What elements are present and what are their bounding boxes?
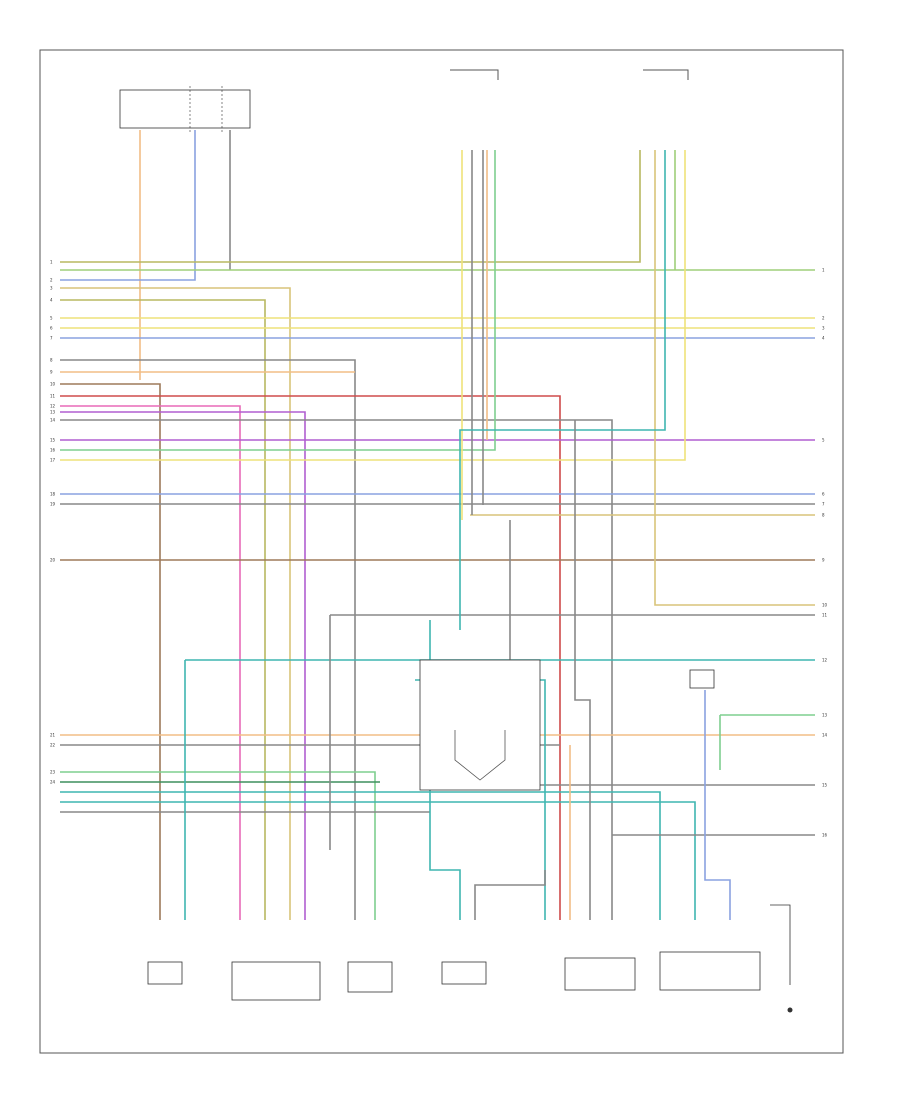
wire-h-12: [60, 405, 241, 920]
left-pin-number: 7: [50, 336, 53, 341]
component-bottom-1: [147, 961, 183, 985]
connector-top-right: [643, 69, 689, 80]
sensor-connector: [689, 669, 715, 689]
wire-h-29: [60, 791, 661, 920]
component-bottom-3: [347, 961, 393, 993]
ground-symbol: [787, 1007, 793, 1013]
right-pin-number: 1: [822, 268, 825, 273]
right-pin-number: 13: [822, 713, 828, 718]
left-pin-number: 5: [50, 316, 53, 321]
central-module: [419, 659, 541, 791]
wire-h-16: [60, 150, 496, 451]
left-pin-number: 24: [50, 780, 56, 785]
wire-h-22: [654, 150, 815, 606]
left-pin-number: 11: [50, 394, 56, 399]
wire-h-11: [60, 395, 561, 920]
wire-l-8: [704, 690, 731, 920]
left-pin-number: 10: [50, 382, 56, 387]
right-pin-number: 6: [822, 492, 825, 497]
component-bottom-5: [564, 957, 636, 991]
components-layer: [119, 69, 793, 1013]
fuse-box: [119, 89, 251, 129]
right-pin-number: 14: [822, 733, 828, 738]
wire-h-27: [60, 771, 376, 920]
right-pin-number: 5: [822, 438, 825, 443]
right-pin-number: 8: [822, 513, 825, 518]
component-bottom-6: [659, 951, 761, 991]
left-pin-number: 13: [50, 410, 56, 415]
right-pin-number: 12: [822, 658, 828, 663]
left-pin-number: 15: [50, 438, 56, 443]
left-pin-number: 4: [50, 298, 53, 303]
left-pin-number: 21: [50, 733, 56, 738]
component-bottom-2: [231, 961, 321, 1001]
component-bottom-4: [441, 961, 487, 985]
connector-top-mid: [450, 69, 499, 80]
right-pin-number: 2: [822, 316, 825, 321]
wire-h-10: [60, 383, 161, 920]
left-pin-number: 17: [50, 458, 56, 463]
wire-h-30: [60, 801, 696, 920]
left-pin-number: 23: [50, 770, 56, 775]
left-pin-number: 14: [50, 418, 56, 423]
right-pin-number: 9: [822, 558, 825, 563]
left-pin-number: 3: [50, 286, 53, 291]
left-pin-number: 12: [50, 404, 56, 409]
wire-h-17: [60, 150, 686, 461]
wire-h-14: [60, 419, 613, 920]
left-pin-number: 9: [50, 370, 53, 375]
right-pin-number: 11: [822, 613, 828, 618]
right-pin-number: 4: [822, 336, 825, 341]
left-pin-number: 18: [50, 492, 56, 497]
left-pin-number: 1: [50, 260, 53, 265]
wire-fuse-2: [60, 130, 196, 281]
right-pin-number: 16: [822, 833, 828, 838]
diagram-frame: [39, 49, 844, 1054]
wires-layer: [60, 130, 815, 920]
right-pin-number: 15: [822, 783, 828, 788]
wire-h-1: [60, 150, 641, 263]
left-pin-number: 19: [50, 502, 56, 507]
left-pin-number: 8: [50, 358, 53, 363]
ground-wire: [770, 904, 791, 985]
left-pin-number: 6: [50, 326, 53, 331]
central-module-junction: [454, 730, 506, 781]
wire-h-13: [60, 411, 306, 920]
wire-v-right-1: [459, 150, 666, 630]
wire-h-3: [60, 287, 291, 920]
wire-l-6: [574, 420, 591, 920]
wire-h-8: [60, 359, 356, 920]
wire-h-4: [60, 299, 266, 920]
right-pin-number: 3: [822, 326, 825, 331]
right-pin-number: 10: [822, 603, 828, 608]
left-pin-number: 2: [50, 278, 53, 283]
left-pin-number: 20: [50, 558, 56, 563]
left-pin-number: 22: [50, 743, 56, 748]
left-pin-number: 16: [50, 448, 56, 453]
wire-l-10: [474, 870, 546, 920]
right-pin-number: 7: [822, 502, 825, 507]
